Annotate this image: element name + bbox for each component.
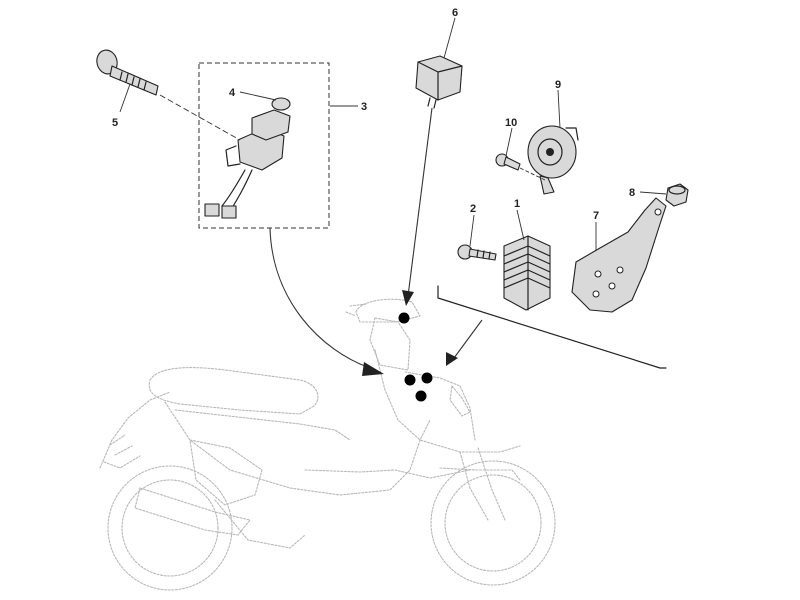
ignition-switch-top [251, 109, 291, 141]
horn-9 [527, 125, 579, 195]
bracket-hole-3 [592, 290, 600, 298]
horn-terminal [565, 127, 579, 141]
engine-case [189, 439, 263, 506]
leader-10 [505, 127, 513, 157]
bolt10-centerline [519, 167, 546, 181]
ignition-assembly-group [198, 62, 330, 229]
group-box [198, 62, 330, 229]
steering-column [369, 317, 411, 371]
mount-point-1 [404, 374, 416, 386]
horn-bracket [539, 175, 555, 195]
front-cowl [404, 371, 476, 441]
callout-8: 8 [629, 187, 635, 199]
horn-center [546, 148, 554, 156]
callout-3: 3 [361, 101, 367, 113]
bolt-centerline [159, 94, 241, 141]
grommet-8 [665, 183, 689, 207]
bracket-hole-1 [594, 270, 602, 278]
leader-2 [469, 214, 475, 247]
arrow-regulator-head [446, 352, 458, 366]
bolt2-threads [476, 249, 491, 260]
leader-4 [239, 91, 277, 101]
callout-4: 4 [229, 87, 236, 99]
relay-6 [415, 55, 463, 109]
relay-pins [427, 97, 437, 109]
assembly-arrows [269, 107, 483, 376]
tail-light [109, 434, 133, 456]
grommet-top [668, 185, 686, 195]
arrow-regulator-path [453, 319, 483, 359]
handlebar-cover [355, 298, 421, 323]
muffler [134, 487, 251, 536]
leader-8 [639, 191, 667, 195]
connector-left [204, 203, 220, 217]
leader-5 [119, 83, 131, 113]
mount-point-relay [398, 312, 410, 324]
bracket-hole-4 [616, 266, 624, 274]
leader-lines [119, 17, 667, 250]
leader-6 [443, 17, 456, 59]
connector-right [221, 205, 237, 219]
regulator-body [503, 235, 551, 311]
leader-9 [557, 89, 561, 129]
bolt-shank [109, 65, 159, 96]
grommet-body [665, 183, 689, 207]
bracket-hole-2 [608, 282, 616, 290]
front-wheel-outer [430, 460, 556, 586]
bracket-plate [571, 197, 667, 313]
rear-wheel-inner [121, 479, 219, 577]
regulator-1 [503, 235, 551, 311]
mount-point-2 [421, 372, 433, 384]
arrow-relay-path [407, 107, 433, 297]
callout-1: 1 [514, 198, 520, 210]
leg-shield [374, 349, 521, 453]
callout-2: 2 [470, 203, 476, 215]
arrow-relay-head [402, 290, 414, 306]
bolt10-shank [503, 156, 521, 171]
body-upper-line [174, 409, 351, 441]
bracket-hole-5 [654, 208, 662, 216]
body-lower-line [164, 401, 431, 496]
floorboard [304, 469, 471, 479]
relay-body [415, 55, 463, 101]
rear-fender [99, 391, 171, 469]
horn-face [537, 138, 563, 166]
callout-6: 6 [452, 7, 458, 19]
arrow-ignition-path [269, 227, 371, 369]
callout-labels: 1 2 3 4 5 6 7 8 9 10 [112, 7, 635, 222]
bolt-5 [96, 49, 241, 141]
mount-point-3 [415, 390, 427, 402]
scooter-outline [99, 298, 556, 591]
switch-wires [221, 169, 253, 209]
bolt-2 [457, 244, 497, 261]
seat [148, 367, 319, 415]
leader-1 [516, 209, 525, 241]
bolt-threads [119, 71, 147, 91]
front-fender [439, 467, 521, 481]
turn-signal [449, 385, 471, 417]
switch-bracket [225, 145, 241, 167]
bracket-7 [571, 197, 667, 313]
stand [214, 499, 306, 549]
arrow-ignition-head [362, 362, 384, 376]
front-wheel-inner [444, 474, 542, 572]
rear-wheel-outer [107, 465, 233, 591]
key-cylinder [271, 97, 291, 111]
group-bracket-line [437, 285, 667, 369]
mirror-mount [345, 303, 367, 317]
front-fork [459, 447, 506, 521]
callout-9: 9 [555, 79, 561, 91]
bolt2-shank [468, 248, 497, 261]
callout-5: 5 [112, 117, 118, 129]
relay-edges [417, 61, 463, 101]
callout-7: 7 [593, 210, 599, 222]
bolt-10 [495, 153, 546, 181]
callout-10: 10 [505, 117, 517, 129]
